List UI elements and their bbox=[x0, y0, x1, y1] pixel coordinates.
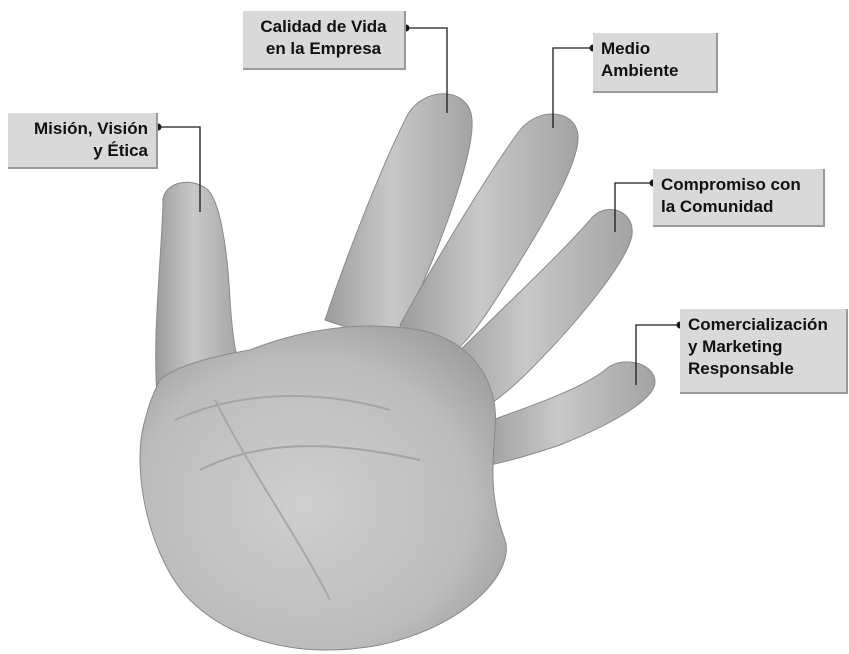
label-text: Ambiente bbox=[601, 61, 679, 80]
little-finger bbox=[477, 361, 656, 466]
palm-crease bbox=[199, 445, 421, 471]
palm-crease bbox=[174, 395, 391, 421]
label-text: Compromiso con bbox=[661, 175, 801, 194]
leader-line-compromiso bbox=[614, 182, 653, 232]
label-text: en la Empresa bbox=[265, 39, 382, 58]
palm bbox=[139, 325, 507, 651]
label-text: Responsable bbox=[688, 359, 794, 378]
label-text: Comercialización bbox=[688, 315, 828, 334]
leader-line-medio bbox=[552, 47, 593, 128]
label-text: Misión, Visión bbox=[34, 119, 148, 138]
label-text: Calidad de Vida bbox=[260, 17, 387, 36]
label-text: y Marketing bbox=[688, 337, 783, 356]
label-comercializacion-marketing: Comercialización y Marketing Responsable bbox=[680, 309, 848, 394]
label-calidad-de-vida: Calidad de Vida en la Empresa bbox=[243, 11, 406, 70]
label-medio-ambiente: Medio Ambiente bbox=[593, 33, 718, 93]
leader-line-comercial bbox=[635, 324, 680, 385]
ring-finger bbox=[439, 208, 633, 411]
middle-finger bbox=[399, 113, 579, 356]
label-text: la Comunidad bbox=[661, 197, 774, 216]
label-text: Medio bbox=[601, 39, 651, 58]
label-compromiso-comunidad: Compromiso con la Comunidad bbox=[653, 169, 825, 227]
label-mision-vision-etica: Misión, Visión y Ética bbox=[8, 113, 158, 169]
leader-lines bbox=[158, 27, 680, 385]
leader-line-mision bbox=[158, 126, 201, 212]
palm-crease bbox=[214, 399, 331, 601]
leader-line-calidad bbox=[406, 27, 448, 113]
label-text: y Ética bbox=[93, 141, 148, 160]
